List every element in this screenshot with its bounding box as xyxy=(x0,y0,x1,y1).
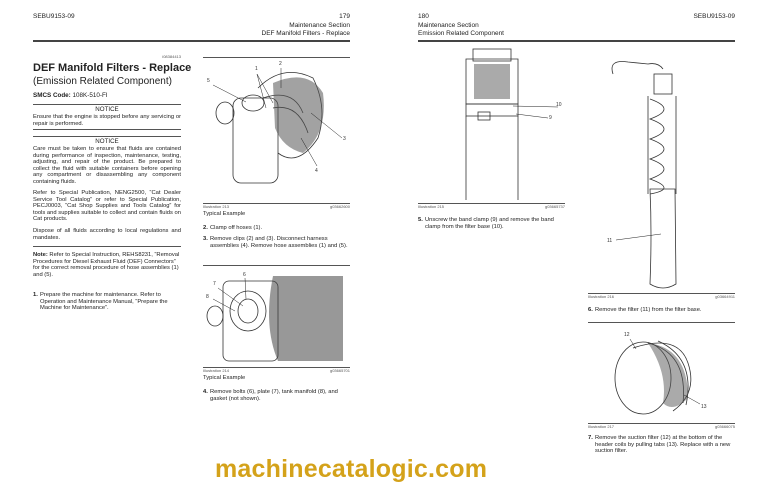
smcs-label: SMCS Code: xyxy=(33,92,71,99)
note-text: Refer to Special Instruction, REHS8231, … xyxy=(33,252,180,278)
illustration-code: g03664911 xyxy=(715,294,735,299)
notice-rule xyxy=(33,104,181,105)
step-7: 7.Remove the suction filter (12) at the … xyxy=(588,435,735,455)
section-title: Maintenance Section xyxy=(418,22,479,29)
callout: 6 xyxy=(243,272,246,278)
callout: 3 xyxy=(343,136,346,142)
callout: 5 xyxy=(207,78,210,84)
page-title: DEF Manifold Filters - Replace xyxy=(33,62,192,74)
doc-id: SEBU9153-09 xyxy=(693,13,735,20)
step-number: 1. xyxy=(33,292,38,298)
step-number: 5. xyxy=(418,217,423,223)
step-number: 6. xyxy=(588,307,593,313)
section-title: Maintenance Section xyxy=(289,22,350,29)
step-number: 2. xyxy=(203,225,208,231)
callout: 7 xyxy=(213,281,216,287)
callout: 12 xyxy=(624,332,630,338)
caption-rule xyxy=(203,367,350,368)
step-5: 5.Unscrew the band clamp (9) and remove … xyxy=(418,217,565,230)
caption-rule xyxy=(203,203,350,204)
illustration-rule xyxy=(203,57,350,58)
illustration-rule xyxy=(588,322,735,323)
watermark: machinecatalogic.com xyxy=(215,455,488,483)
notice-rule xyxy=(33,136,181,137)
step-number: 7. xyxy=(588,435,593,441)
notice-text: Care must be taken to ensure that fluids… xyxy=(33,146,181,185)
illustration-214-tank-manifold: 6 7 8 xyxy=(206,272,343,362)
illustration-caption: Illustration 213 g03662600 xyxy=(203,204,350,209)
illustration-rule xyxy=(203,265,350,266)
callout: 1 xyxy=(255,66,258,72)
step-6: 6.Remove the filter (11) from the filter… xyxy=(588,307,735,314)
callout: 2 xyxy=(279,61,282,67)
typical-example: Typical Example xyxy=(203,375,246,381)
step-text: Remove the filter (11) from the filter b… xyxy=(595,307,702,313)
step-text: Unscrew the band clamp (9) and remove th… xyxy=(425,217,554,230)
step-text: Remove bolts (6), plate (7), tank manifo… xyxy=(210,389,338,402)
note-label: Note: xyxy=(33,252,48,258)
note-paragraph: Note: Refer to Special Instruction, REHS… xyxy=(33,252,181,278)
header-rule xyxy=(418,40,735,42)
step-2: 2.Clamp off hoses (1). xyxy=(203,225,350,232)
callout: 8 xyxy=(206,294,209,300)
illustration-code: g03666075 xyxy=(714,424,735,429)
step-1: 1.Prepare the machine for maintenance. R… xyxy=(33,292,181,312)
typical-example: Typical Example xyxy=(203,211,246,217)
caption-rule xyxy=(588,293,735,294)
illustration-label: Illustration 216 xyxy=(588,294,615,299)
notice-heading: NOTICE xyxy=(95,138,119,145)
step-4: 4.Remove bolts (6), plate (7), tank mani… xyxy=(203,389,350,402)
header-rule xyxy=(33,40,350,42)
illustration-213-def-manifold: 1 2 3 4 5 xyxy=(207,61,346,184)
caption-rule xyxy=(588,423,735,424)
illustration-code: g03665701 xyxy=(329,368,350,373)
page-number: 179 xyxy=(339,13,350,20)
callout: 9 xyxy=(549,115,552,121)
illustration-217-suction-filter: 12 13 xyxy=(614,332,707,415)
topic-id: i08384413 xyxy=(162,54,181,59)
step-number: 4. xyxy=(203,389,208,395)
illustration-label: Illustration 214 xyxy=(203,368,230,373)
divider xyxy=(33,246,181,247)
subsection-title: Emission Related Component xyxy=(418,30,504,37)
notice-text: Ensure that the engine is stopped before… xyxy=(33,114,181,127)
illustration-caption: Illustration 216 g03664911 xyxy=(588,294,735,299)
callout: 11 xyxy=(607,238,612,244)
smcs-value: 108K-510-FI xyxy=(72,92,108,99)
callout: 4 xyxy=(315,168,318,174)
illustration-label: Illustration 215 xyxy=(418,204,445,209)
notice-heading: NOTICE xyxy=(95,106,119,113)
callout: 10 xyxy=(556,102,562,108)
refer-paragraph: Refer to Special Publication, NENG2500, … xyxy=(33,190,181,223)
step-text: Remove clips (2) and (3). Disconnect har… xyxy=(210,236,348,249)
smcs-code: SMCS Code: 108K-510-FI xyxy=(33,92,108,100)
step-text: Clamp off hoses (1). xyxy=(210,225,263,231)
illustration-label: Illustration 217 xyxy=(588,424,615,429)
step-text: Remove the suction filter (12) at the bo… xyxy=(595,435,731,455)
page-number: 180 xyxy=(418,13,429,20)
page-subtitle: (Emission Related Component) xyxy=(33,76,172,87)
illustration-216-filter: 11 xyxy=(607,61,677,289)
dispose-paragraph: Dispose of all fluids according to local… xyxy=(33,228,181,241)
step-number: 3. xyxy=(203,236,208,242)
illustration-caption: Illustration 214 g03665701 xyxy=(203,368,350,373)
callout: 13 xyxy=(701,404,707,410)
doc-id: SEBU9153-09 xyxy=(33,13,75,20)
step-3: 3.Remove clips (2) and (3). Disconnect h… xyxy=(203,236,350,249)
illustration-caption: Illustration 215 g03665737 xyxy=(418,204,565,209)
illustration-215-filter-base: 10 9 xyxy=(465,48,562,200)
notice-rule xyxy=(33,129,181,130)
illustration-label: Illustration 213 xyxy=(203,204,230,209)
step-text: Prepare the machine for maintenance. Ref… xyxy=(40,292,168,312)
illustration-code: g03662600 xyxy=(329,204,350,209)
subsection-title: DEF Manifold Filters - Replace xyxy=(261,30,351,37)
caption-rule xyxy=(418,203,565,204)
illustration-caption: Illustration 217 g03666075 xyxy=(588,424,735,429)
illustration-code: g03665737 xyxy=(544,204,565,209)
